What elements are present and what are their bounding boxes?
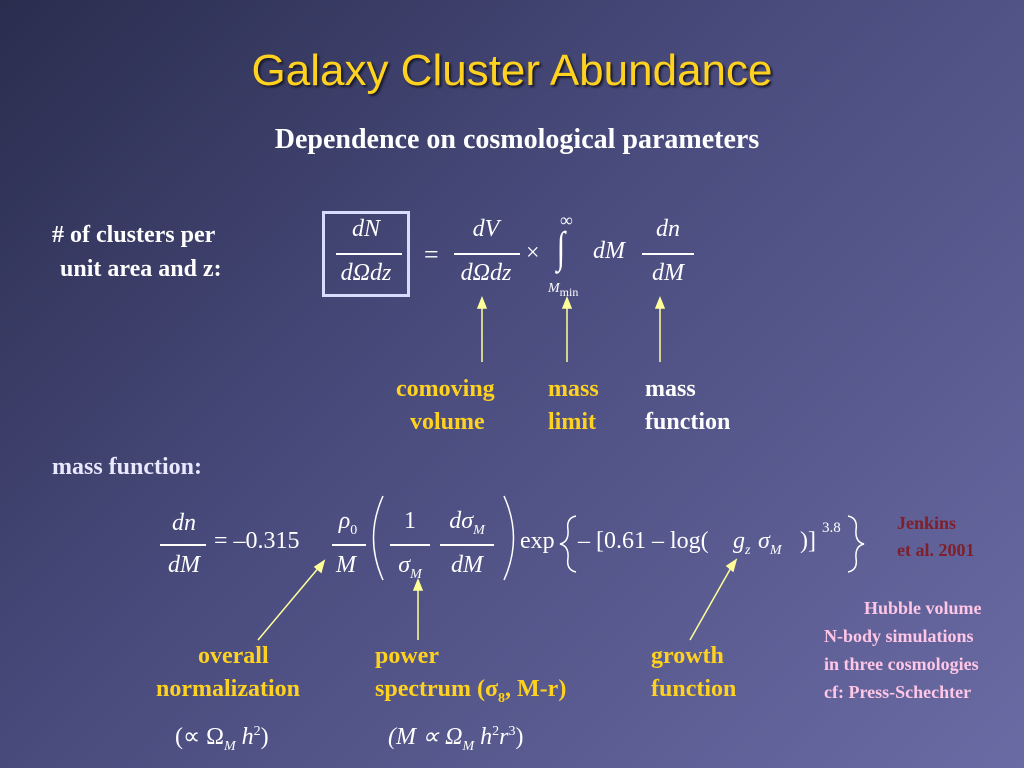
lhs-label-line2: unit area and z: [60, 256, 222, 282]
equation-mass-function: dn dM = –0.315 ρ0 M 1 σM dσM dM exp – [0… [0, 480, 880, 590]
eq2-lhs-fraction-line [160, 544, 206, 546]
label-normalization: normalization [156, 676, 300, 702]
mass-function-label: mass function: [52, 454, 203, 480]
equation-cluster-counts: dN dΩdz = dV dΩdz × ∞ ∫ Mmin dM dn dM [0, 0, 1024, 320]
arrow-normalization [257, 565, 321, 641]
citation-year: et al. 2001 [897, 540, 975, 560]
integral-upper-limit: ∞ [560, 210, 573, 230]
slide-subtitle: Dependence on cosmological parameters [274, 124, 760, 155]
integral-lower-limit: Mmin [548, 281, 579, 299]
arrow-growth [689, 565, 733, 641]
exp-function: exp [520, 528, 555, 554]
rho-fraction-line [332, 544, 366, 546]
exp-close: )] [800, 528, 816, 554]
power-spectrum-scaling: (M ∝ ΩM h2r3) [388, 724, 524, 754]
note-hubble-volume: Hubble volume [864, 598, 982, 618]
eq2-lhs-numerator: dn [172, 510, 196, 536]
dsigma-numerator: dσM [449, 508, 485, 538]
dsigma-denominator: dM [451, 552, 483, 578]
integral-sign: ∫ [556, 223, 566, 272]
growth-g: gz [733, 528, 751, 558]
sigma-M: σM [758, 528, 782, 558]
rho-numerator: ρ0 [338, 508, 358, 538]
equals-sign: = [424, 240, 439, 269]
normalization-scaling: (∝ ΩM h2) [175, 724, 269, 754]
label-growth-function: function [651, 676, 737, 702]
label-growth: growth [651, 643, 724, 669]
volume-numerator: dV [472, 216, 500, 242]
massfunc-denominator: dM [652, 260, 684, 286]
citation-author: Jenkins [897, 513, 957, 533]
label-spectrum: spectrum (σ8, M-r) [375, 676, 567, 706]
note-press-schechter: cf: Press-Schechter [824, 682, 972, 702]
lhs-numerator: dN [351, 216, 380, 242]
lhs-label-line1: # of clusters per [52, 222, 216, 248]
label-mass: mass [548, 376, 599, 402]
volume-fraction-line [454, 253, 520, 255]
label-power: power [375, 643, 439, 669]
label-overall: overall [198, 643, 269, 669]
rho-denominator: M [336, 552, 356, 578]
label-volume: volume [410, 409, 485, 435]
dsigma-fraction-line [440, 544, 494, 546]
exponent-power: 3.8 [822, 520, 841, 536]
dM-differential: dM [593, 238, 625, 264]
lhs-box [322, 211, 410, 297]
note-nbody: N-body simulations [824, 626, 974, 646]
lhs-denominator: dΩdz [340, 260, 392, 286]
sigma-denominator: σM [398, 552, 422, 582]
massfunc-fraction-line [642, 253, 694, 255]
slide-title: Galaxy Cluster Abundance [251, 46, 773, 95]
note-cosmologies: in three cosmologies [824, 654, 979, 674]
massfunc-numerator: dn [656, 216, 680, 242]
label-function: function [645, 409, 731, 435]
volume-denominator: dΩdz [460, 260, 512, 286]
eq2-coefficient: = –0.315 [214, 528, 300, 554]
label-comoving: comoving [396, 376, 495, 402]
one-numerator: 1 [404, 508, 416, 534]
label-mass-2: mass [645, 376, 696, 402]
lhs-fraction-line [336, 253, 402, 255]
big-parentheses [372, 495, 865, 581]
exp-inner: – [0.61 – log( [578, 528, 709, 554]
times-sign: × [526, 240, 540, 266]
label-limit: limit [548, 409, 596, 435]
one-fraction-line [390, 544, 430, 546]
eq2-lhs-denominator: dM [168, 552, 200, 578]
